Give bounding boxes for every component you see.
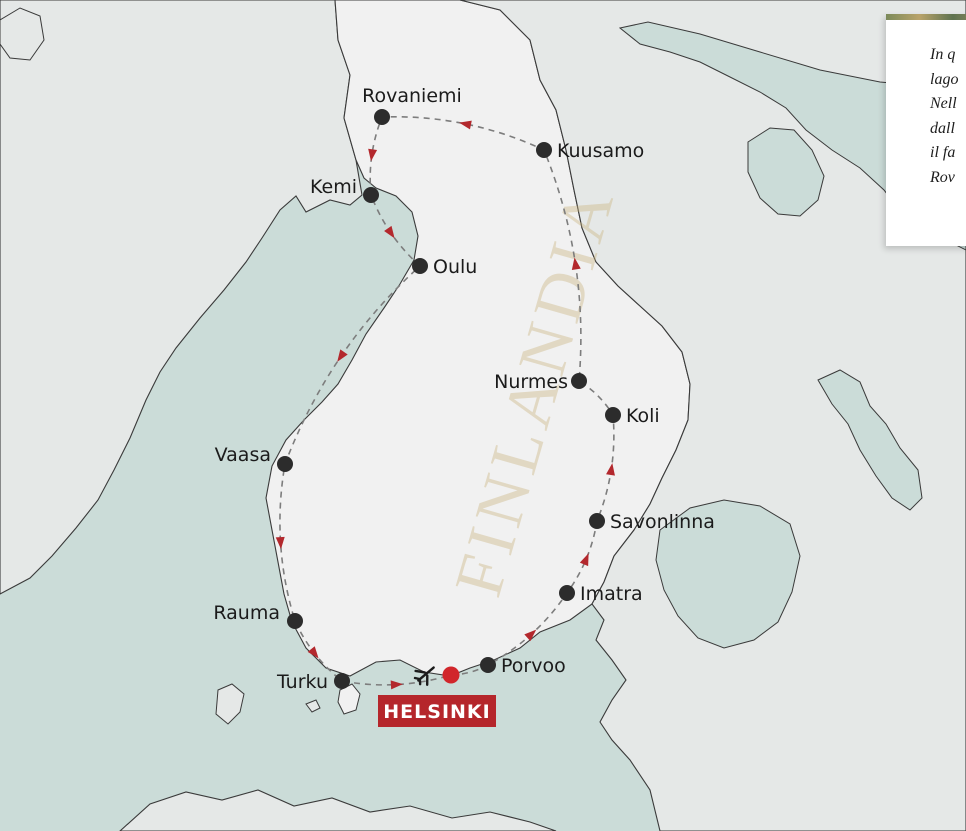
city-marker [363, 187, 379, 203]
route-arrow [579, 553, 589, 567]
island-gotland-tip [0, 7, 45, 61]
city-marker [559, 585, 575, 601]
city-koli[interactable]: Koli [605, 405, 660, 427]
city-label: Kemi [310, 176, 357, 198]
city-nurmes[interactable]: Nurmes [494, 371, 587, 393]
capital-marker [442, 666, 460, 684]
city-layer: RovaniemiKuusamoKemiOuluNurmesKoliVaasaS… [213, 85, 715, 693]
estonia-land [119, 789, 557, 831]
city-marker [571, 373, 587, 389]
city-label: Oulu [433, 256, 477, 278]
route-arrow [390, 680, 403, 690]
airplane-icon [413, 666, 435, 686]
city-marker [589, 513, 605, 529]
russia-land [459, 0, 966, 831]
city-kemi[interactable]: Kemi [310, 176, 379, 203]
route-arrow [571, 257, 581, 271]
city-turku[interactable]: Turku [276, 671, 350, 693]
city-label: Savonlinna [610, 511, 715, 533]
city-marker [480, 657, 496, 673]
caption-photo [886, 14, 966, 20]
capital-group[interactable]: HELSINKI [378, 661, 496, 727]
city-marker [277, 456, 293, 472]
lake-north [747, 127, 825, 217]
city-label: Porvoo [501, 655, 566, 677]
caption-line: Nell [930, 95, 957, 112]
city-marker [334, 673, 350, 689]
route-path [279, 115, 615, 686]
city-porvoo[interactable]: Porvoo [480, 655, 566, 677]
island-turku-archipelago [337, 683, 361, 715]
city-oulu[interactable]: Oulu [412, 256, 477, 278]
city-label: Vaasa [215, 444, 271, 466]
route-arrow [337, 349, 348, 362]
city-kuusamo[interactable]: Kuusamo [536, 140, 644, 162]
caption-line: lago [930, 70, 959, 88]
route-arrow [524, 629, 537, 642]
city-label: Koli [626, 405, 660, 427]
route-arrow [384, 225, 395, 239]
city-marker [605, 407, 621, 423]
city-vaasa[interactable]: Vaasa [215, 444, 293, 472]
city-marker [536, 142, 552, 158]
city-imatra[interactable]: Imatra [559, 583, 643, 605]
city-label: Rovaniemi [362, 85, 462, 107]
capital-label: HELSINKI [383, 701, 490, 723]
caption-line: In q [930, 46, 956, 63]
route-line [275, 115, 615, 690]
city-rovaniemi[interactable]: Rovaniemi [362, 85, 462, 125]
caption-line: il fa [930, 144, 956, 161]
caption-line: Rov [930, 168, 955, 186]
island-small-1 [305, 699, 321, 713]
lake-onega [817, 369, 923, 511]
route-arrow [606, 463, 615, 476]
caption-line: dall [930, 119, 955, 137]
city-marker [412, 258, 428, 274]
lake-ladoga [655, 499, 801, 649]
island-aland [215, 683, 245, 725]
route-arrow [307, 646, 319, 659]
city-rauma[interactable]: Rauma [213, 602, 303, 629]
city-savonlinna[interactable]: Savonlinna [589, 511, 715, 533]
route-arrow [368, 148, 378, 162]
city-label: Kuusamo [557, 140, 644, 162]
capital-badge [378, 695, 496, 727]
city-label: Rauma [213, 602, 280, 624]
city-label: Turku [276, 671, 328, 693]
route-arrow [459, 120, 472, 130]
route-arrow [275, 536, 285, 550]
city-label: Imatra [580, 583, 643, 605]
city-label: Nurmes [494, 371, 568, 393]
city-marker [287, 613, 303, 629]
city-marker [374, 109, 390, 125]
